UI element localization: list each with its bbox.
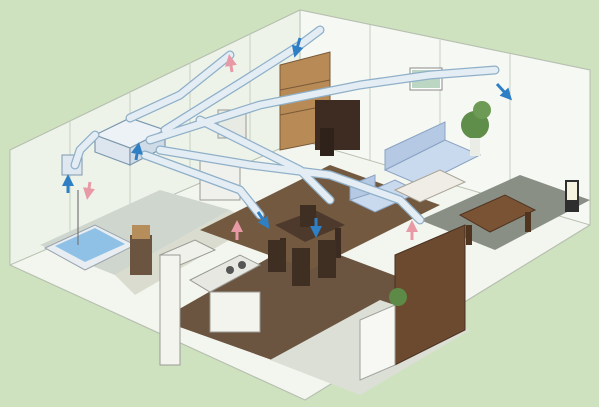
chair [292, 248, 310, 286]
duct-network [70, 25, 500, 225]
study [279, 51, 360, 156]
counter-base [209, 291, 261, 333]
coffee-table [393, 169, 467, 203]
exhaust-arrow-icon [83, 181, 95, 200]
entrance [359, 224, 466, 381]
tatami-room [458, 180, 579, 245]
dining-floor [160, 240, 420, 370]
supply-arrow-icon [131, 142, 143, 161]
supply-arrow-icon [495, 82, 513, 101]
entrance-door [359, 304, 396, 381]
exhaust-arrow-icon [225, 54, 237, 73]
refrigerator [159, 254, 181, 366]
entrance-plant [389, 288, 407, 306]
desk-chair [320, 128, 334, 156]
bathroom [43, 190, 152, 275]
chair [268, 240, 286, 272]
sofa-back [384, 121, 446, 171]
airflow-arrows [62, 37, 513, 240]
bath-water [55, 228, 125, 262]
supply-arrow-icon [256, 211, 270, 229]
washstand [130, 235, 152, 275]
low-table [458, 194, 537, 233]
basin [132, 225, 150, 239]
chair [318, 240, 336, 278]
chair [300, 205, 316, 227]
supply-arrow-icon [291, 37, 304, 58]
